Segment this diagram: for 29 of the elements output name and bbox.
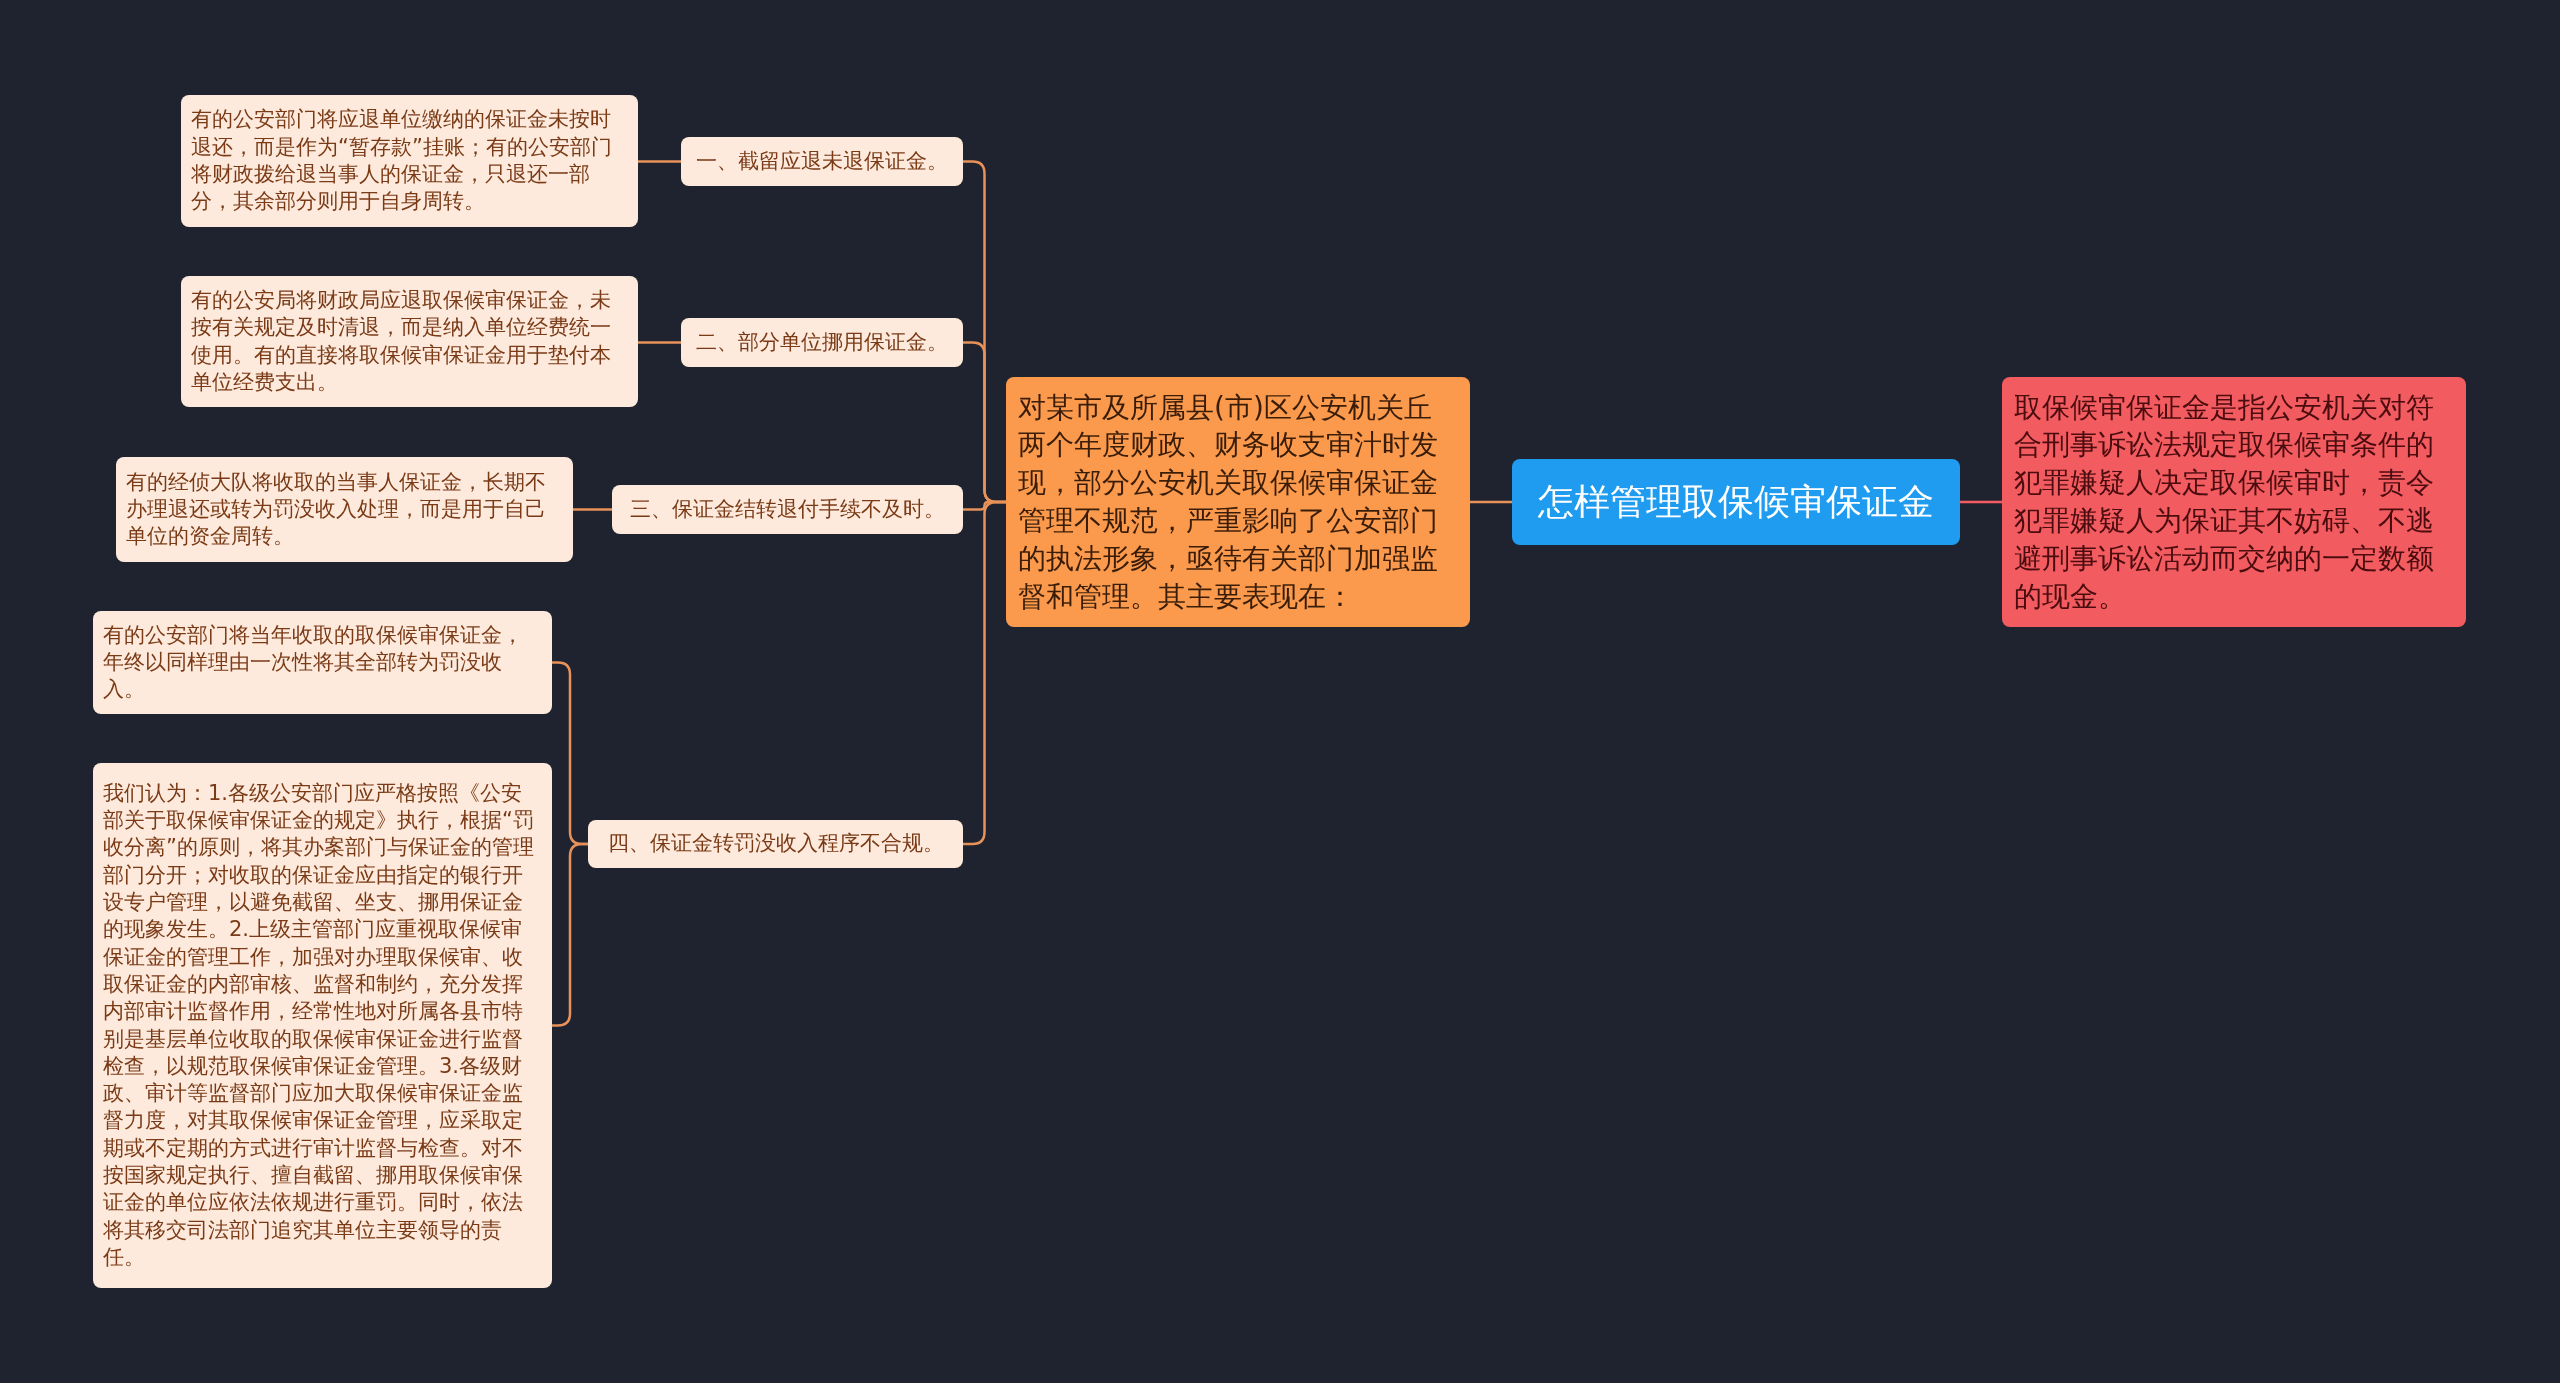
connector-line	[638, 160, 681, 163]
node-text: 三、保证金结转退付手续不及时。	[630, 495, 945, 523]
summary-box	[1006, 377, 1470, 627]
node-text: 我们认为：1.各级公安部门应严格按照《公安部关于取保候审保证金的规定》执行，根据“罚收分离”的原则，将其办案部门与保证金的管理部门分开；对收取的保证金应由指定的银行开设专户管理，以避免截留、坐支、挪用保证金的现象发生。2.上级主管部门应重视取保候审保证金的管理工作，加强对办理取保候审、收取保证金的内部审核、监督和制约，充分发挥内部审计监督作用，经常性地对所属各县市特别是基层单位收取的取保候审保证金进行监督检查，以规范取保候审保证金管理。3.各级财政、审计等监督部门应加大取保候审保证金监督力度，对其取保候审保证金管理，应采取定期或不定期的方式进行审计监督与检查。对不按国家规定执行、擅自截留、挪用取保候审保证金的单位应依法依规进行重罚。同时，依法将其移交司法部门追究其单位主要领导的责任。	[103, 779, 535, 1271]
connector-line	[1470, 500, 1512, 504]
node-text: 对某市及所属县(市)区公安机关丘两个年度财政、财务收支审汁时发现，部分公安机关取保候审保证金管理不规范，严重影响了公安部门的执法形象，亟待有关部门加强监督和管理。其主要表现在：	[1018, 389, 1439, 615]
connector-line	[1960, 500, 2002, 504]
detail-box	[181, 276, 638, 407]
node-text: 有的公安部门将当年收取的取保候审保证金，年终以同样理由一次性将其全部转为罚没收入。	[103, 621, 524, 704]
node-text: 有的经侦大队将收取的当事人保证金，长期不办理退还或转为罚没收入处理，而是用于自己单位的资金周转。	[126, 468, 547, 551]
branch-box	[588, 820, 963, 868]
node-text: 有的公安局将财政局应退取保候审保证金，未按有关规定及时清退，而是纳入单位经费统一使用。有的直接将取保候审保证金用于垫付本单位经费支出。	[191, 286, 612, 396]
node-text: 有的公安部门将应退单位缴纳的保证金未按时退还，而是作为“暂存款”挂账；有的公安部门将财政拨给退当事人的保证金，只退还一部分，其余部分则用于自身周转。	[191, 106, 613, 216]
detail-box	[93, 611, 552, 714]
connector-line	[963, 500, 1006, 846]
node-text: 四、保证金转罚没收入程序不合规。	[607, 830, 944, 858]
connector-line	[638, 341, 681, 344]
detail-box	[116, 457, 573, 562]
node-text: 二、部分单位挪用保证金。	[696, 328, 948, 356]
branch-box	[612, 485, 963, 534]
node-text: 一、截留应退未退保证金。	[696, 147, 948, 175]
connector-line	[573, 508, 612, 511]
branch-box	[681, 137, 963, 186]
definition-box	[2002, 377, 2466, 627]
node-text: 取保候审保证金是指公安机关对符合刑事诉讼法规定取保候审条件的犯罪嫌疑人决定取保候审时，责令犯罪嫌疑人为保证其不妨碍、不逃避刑事诉讼活动而交纳的一定数额的现金。	[2014, 389, 2435, 615]
topic-box	[1512, 459, 1960, 545]
branch-box	[681, 318, 963, 367]
detail-box	[181, 95, 638, 227]
node-text: 怎样管理取保候审保证金	[1538, 479, 1934, 524]
